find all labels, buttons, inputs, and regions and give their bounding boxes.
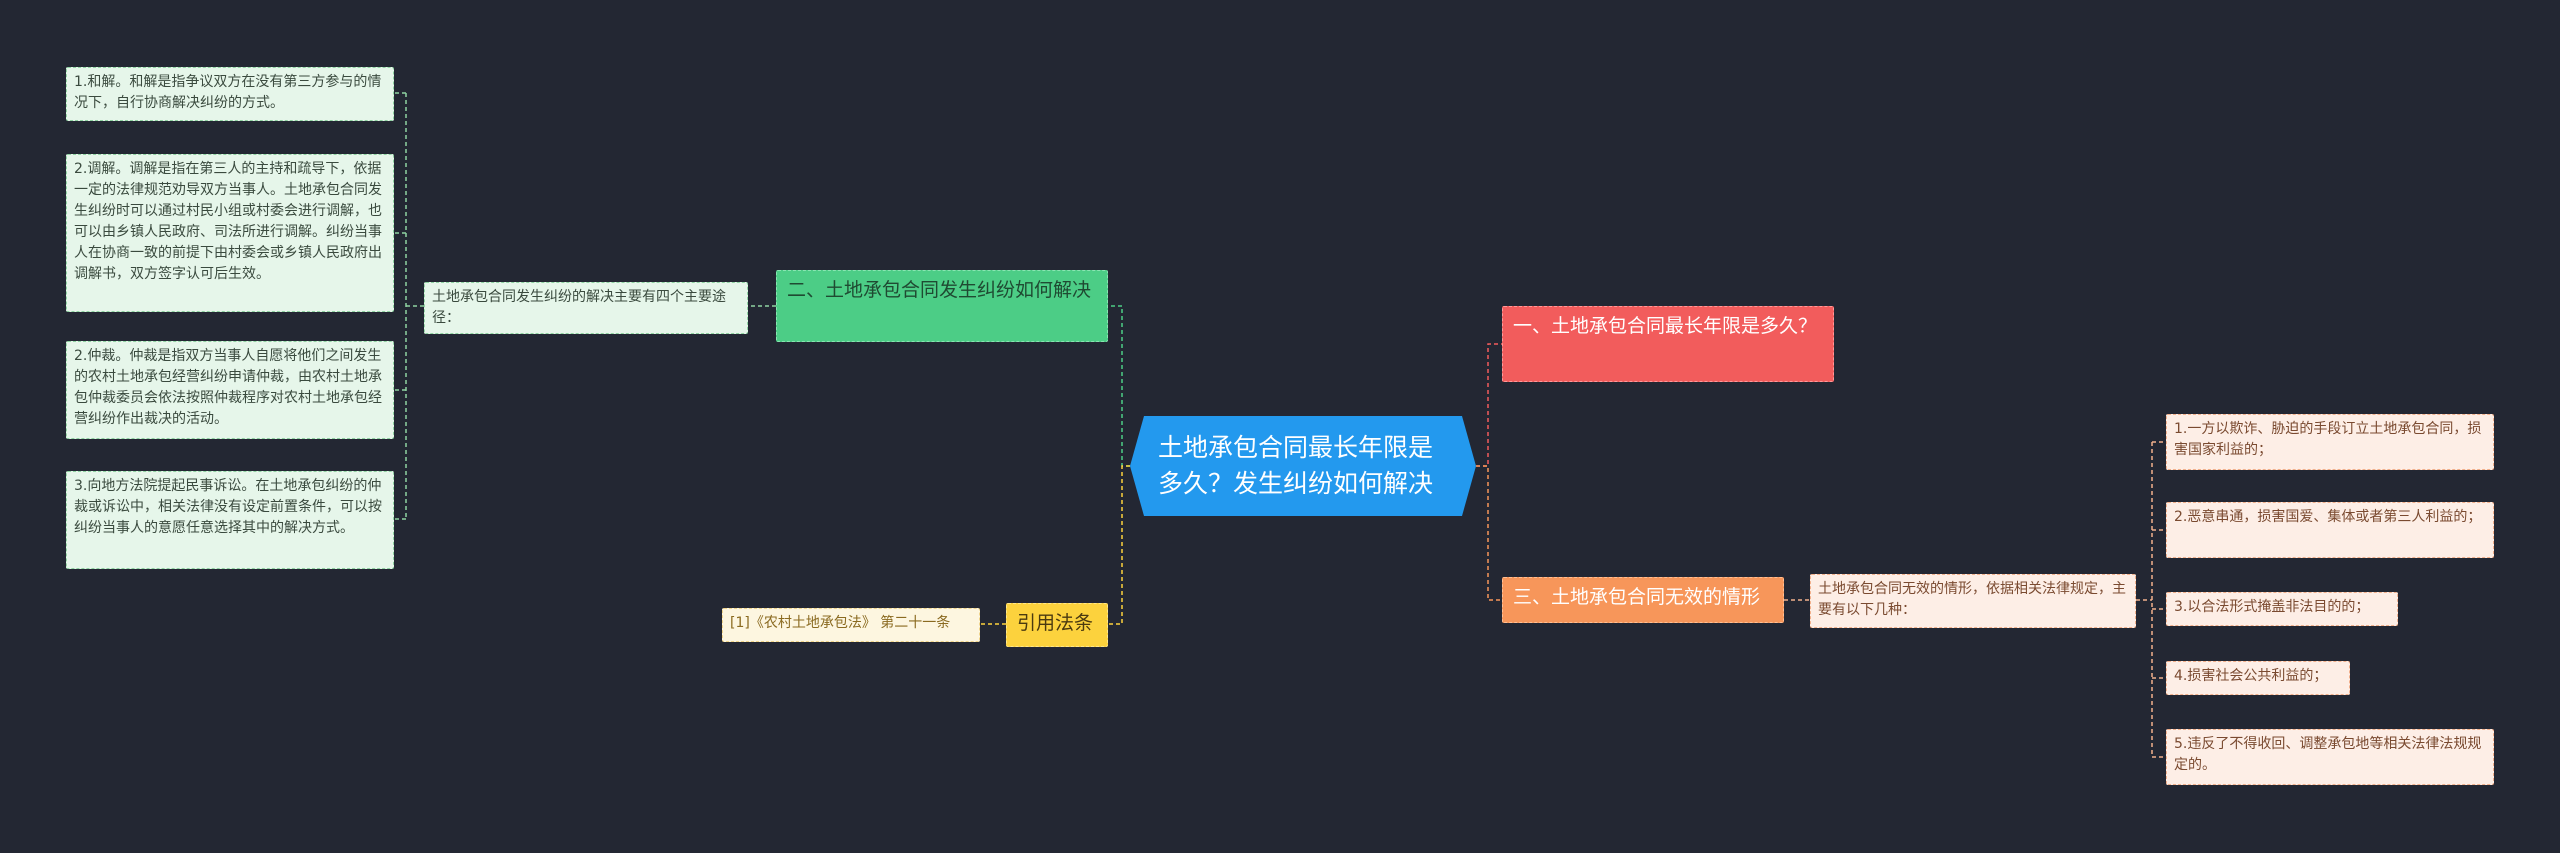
link-root-invalid bbox=[1476, 465, 1502, 601]
link-summary-items bbox=[394, 92, 424, 520]
invalid-item-4[interactable]: 4.损害社会公共利益的； bbox=[2166, 661, 2350, 695]
branch-longest-term-label: 一、土地承包合同最长年限是多久？ bbox=[1513, 315, 1818, 337]
invalid-item-3-text: 3.以合法形式掩盖非法目的的； bbox=[2174, 599, 2370, 615]
dispute-item-3-text: 2.仲裁。仲裁是指双方当事人自愿将他们之间发生的农村土地承包经营纠纷申请仲裁，由… bbox=[74, 348, 382, 427]
link-root-dispute bbox=[1108, 305, 1130, 467]
dispute-item-1[interactable]: 1.和解。和解是指争议双方在没有第三方参与的情况下，自行协商解决纠纷的方式。 bbox=[66, 67, 394, 121]
root-topic[interactable]: 土地承包合同最长年限是多久？发生纠纷如何解决 bbox=[1130, 416, 1476, 516]
invalid-summary[interactable]: 土地承包合同无效的情形，依据相关法律规定，主要有以下几种： bbox=[1810, 574, 2136, 628]
invalid-item-2[interactable]: 2.恶意串通，损害国爱、集体或者第三人利益的； bbox=[2166, 502, 2494, 558]
link-root-citation bbox=[1108, 465, 1130, 625]
invalid-item-3[interactable]: 3.以合法形式掩盖非法目的的； bbox=[2166, 592, 2398, 626]
citation-item-text: [1]《农村土地承包法》 第二十一条 bbox=[730, 615, 951, 631]
dispute-item-3[interactable]: 2.仲裁。仲裁是指双方当事人自愿将他们之间发生的农村土地承包经营纠纷申请仲裁，由… bbox=[66, 341, 394, 439]
link-root-longest bbox=[1476, 343, 1502, 467]
branch-invalid-cases-label: 三、土地承包合同无效的情形 bbox=[1513, 586, 1761, 608]
invalid-item-5-text: 5.违反了不得收回、调整承包地等相关法律法规规定的。 bbox=[2174, 736, 2482, 773]
dispute-item-2-text: 2.调解。调解是指在第三人的主持和疏导下，依据一定的法律规范劝导双方当事人。土地… bbox=[74, 161, 382, 282]
branch-dispute-resolution-label: 二、土地承包合同发生纠纷如何解决 bbox=[787, 279, 1092, 301]
root-topic-label: 土地承包合同最长年限是多久？发生纠纷如何解决 bbox=[1158, 432, 1434, 498]
branch-invalid-cases[interactable]: 三、土地承包合同无效的情形 bbox=[1502, 577, 1784, 623]
invalid-summary-text: 土地承包合同无效的情形，依据相关法律规定，主要有以下几种： bbox=[1818, 581, 2126, 618]
invalid-item-1-text: 1.一方以欺诈、胁迫的手段订立土地承包合同，损害国家利益的； bbox=[2174, 421, 2482, 458]
citation-item[interactable]: [1]《农村土地承包法》 第二十一条 bbox=[722, 608, 980, 642]
branch-dispute-resolution[interactable]: 二、土地承包合同发生纠纷如何解决 bbox=[776, 270, 1108, 342]
branch-citation[interactable]: 引用法条 bbox=[1006, 603, 1108, 647]
dispute-item-2[interactable]: 2.调解。调解是指在第三人的主持和疏导下，依据一定的法律规范劝导双方当事人。土地… bbox=[66, 154, 394, 312]
dispute-summary[interactable]: 土地承包合同发生纠纷的解决主要有四个主要途径： bbox=[424, 282, 748, 334]
branch-citation-label: 引用法条 bbox=[1017, 612, 1094, 634]
link-invalid-items bbox=[2136, 441, 2166, 758]
dispute-item-4[interactable]: 3.向地方法院提起民事诉讼。在土地承包纠纷的仲裁或诉讼中，相关法律没有设定前置条… bbox=[66, 471, 394, 569]
invalid-item-4-text: 4.损害社会公共利益的； bbox=[2174, 668, 2328, 684]
invalid-item-5[interactable]: 5.违反了不得收回、调整承包地等相关法律法规规定的。 bbox=[2166, 729, 2494, 785]
dispute-item-1-text: 1.和解。和解是指争议双方在没有第三方参与的情况下，自行协商解决纠纷的方式。 bbox=[74, 74, 382, 111]
invalid-item-1[interactable]: 1.一方以欺诈、胁迫的手段订立土地承包合同，损害国家利益的； bbox=[2166, 414, 2494, 470]
dispute-summary-text: 土地承包合同发生纠纷的解决主要有四个主要途径： bbox=[432, 289, 726, 326]
invalid-item-2-text: 2.恶意串通，损害国爱、集体或者第三人利益的； bbox=[2174, 509, 2482, 525]
dispute-item-4-text: 3.向地方法院提起民事诉讼。在土地承包纠纷的仲裁或诉讼中，相关法律没有设定前置条… bbox=[74, 478, 382, 536]
branch-longest-term[interactable]: 一、土地承包合同最长年限是多久？ bbox=[1502, 306, 1834, 382]
